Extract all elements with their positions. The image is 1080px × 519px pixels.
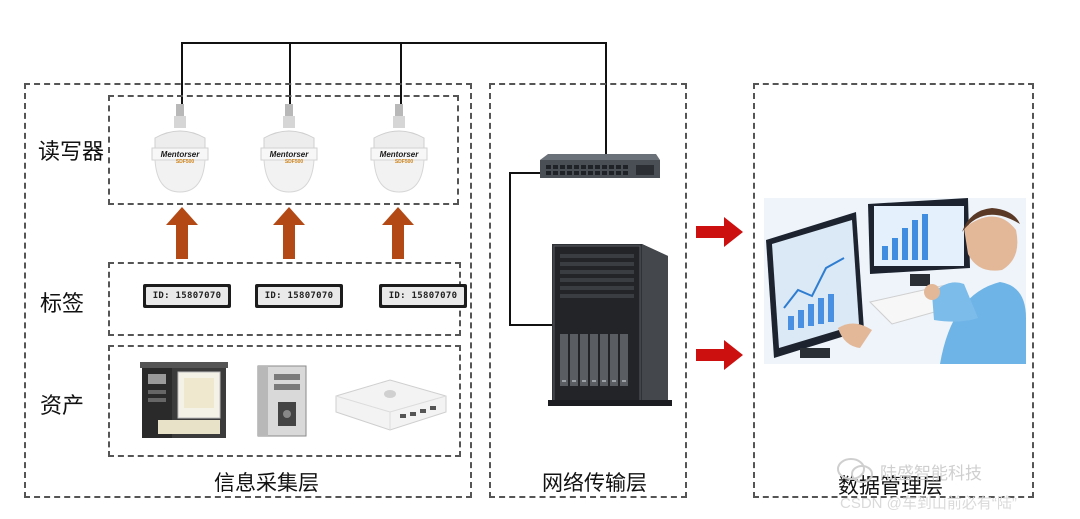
flow-arrow [696,217,743,247]
tag-row-label: 标签 [40,291,85,316]
asset-row-box [108,345,461,457]
collection-layer-box [24,83,472,498]
reader-row-label: 读写器 [38,139,105,164]
management-layer-label: 数据管理层 [838,475,943,498]
rfid-reader: Mentorser SDF500 [370,104,428,193]
asset-row-label: 资产 [40,393,85,418]
tag-id: ID: 15807070 [146,287,228,305]
desktop-computer-icon [257,365,307,437]
reader-model-text: SDF500 [176,159,195,165]
rfid-tag: ID: 15807070 [379,284,467,308]
rfid-tag: ID: 15807070 [143,284,231,308]
label-printer-icon [140,362,228,438]
reader-brand-text: Mentorser [270,150,310,159]
tower-server-icon [548,244,672,406]
watermark-brand: 陆盛智能科技 [880,464,982,483]
flow-arrow [696,340,743,370]
reader-brand-text: Mentorser [161,150,201,159]
network-layer-label: 网络传输层 [542,472,647,495]
tag-id: ID: 15807070 [382,287,464,305]
rfid-tag: ID: 15807070 [255,284,343,308]
collection-layer-label: 信息采集层 [214,472,319,495]
reader-row-box [108,95,459,205]
network-switch-icon [540,154,660,178]
network-storage-icon [335,379,447,431]
reader-model-text: SDF500 [395,159,414,165]
rfid-reader: Mentorser SDF500 [260,104,318,193]
tag-id: ID: 15807070 [258,287,340,305]
reader-model-text: SDF500 [285,159,304,165]
wechat-logo-icon [837,458,873,483]
network-layer-box [489,83,687,498]
data-management-workstation-illustration [764,198,1026,364]
upload-arrow [382,207,414,259]
reader-brand-text: Mentorser [380,150,420,159]
watermark-csdn: CSDN @车到山前必有“陆” [840,495,1017,512]
rfid-reader: Mentorser SDF500 [151,104,209,193]
upload-arrow [166,207,198,259]
upload-arrow [273,207,305,259]
management-layer-box [753,83,1034,498]
